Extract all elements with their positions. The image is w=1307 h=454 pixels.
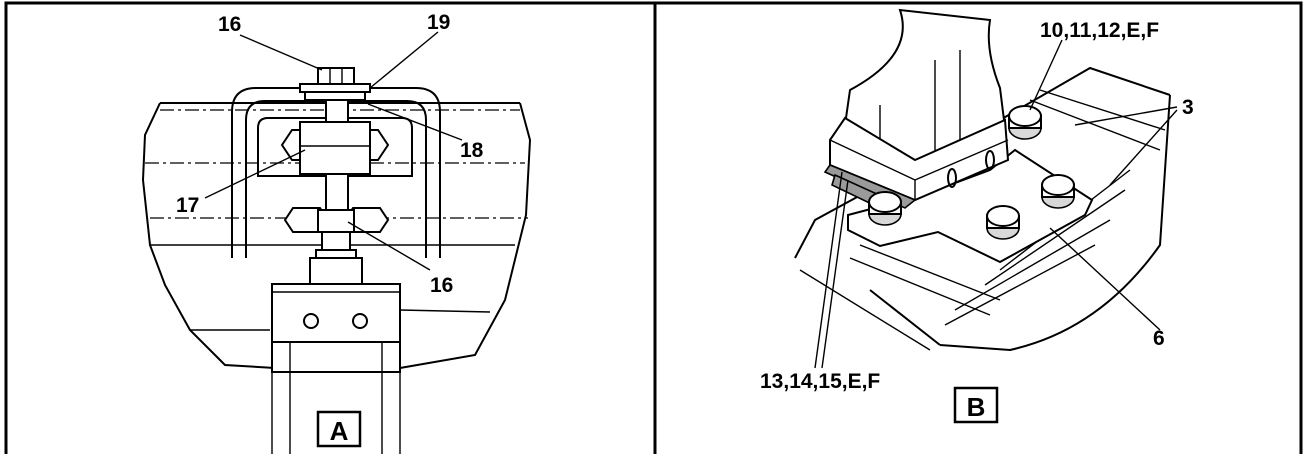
callout-3: 3 xyxy=(1182,96,1194,119)
panel-a-caption-box: A xyxy=(316,410,362,448)
callout-17: 17 xyxy=(176,194,199,217)
callout-6: 6 xyxy=(1153,327,1165,350)
panel-b-caption-box: B xyxy=(953,386,999,424)
bolt-heads xyxy=(868,105,1075,240)
panel-b-callouts: 10,11,12,E,F 3 6 13,14,15,E,F xyxy=(760,19,1194,393)
callout-13-14-15-e-f: 13,14,15,E,F xyxy=(760,370,880,393)
panel-a-drawing xyxy=(141,31,532,454)
callout-10-11-12-e-f: 10,11,12,E,F xyxy=(1040,19,1159,42)
callout-16-top: 16 xyxy=(218,13,241,36)
panel-a-callouts: 16 19 18 17 16 xyxy=(176,11,484,297)
callout-18: 18 xyxy=(460,139,484,162)
callout-16-bottom: 16 xyxy=(430,274,453,297)
panel-b-caption: B xyxy=(967,392,986,422)
panel-a-caption: A xyxy=(330,416,349,446)
callout-19: 19 xyxy=(427,11,450,34)
panel-b-drawing xyxy=(794,8,1178,369)
